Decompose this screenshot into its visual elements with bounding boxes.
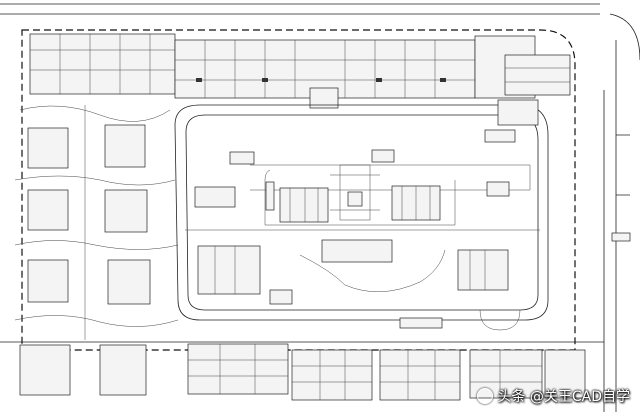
ancillary-structures: [194, 99, 539, 331]
right-markers: [611, 134, 631, 242]
outer-roads: [0, 3, 640, 412]
watermark: 头条 @关王CAD自学: [477, 386, 630, 406]
central-towers: [197, 185, 509, 329]
top-building-row: [29, 33, 571, 109]
camera-circle-icon: [477, 388, 494, 404]
site-boundary: [21, 29, 576, 351]
watermark-text: 头条 @关王CAD自学: [497, 389, 630, 405]
left-tower-cluster: [14, 105, 179, 396]
bottom-building-row: [187, 343, 586, 401]
internal-ring-road: [174, 104, 549, 321]
central-plaza: [330, 149, 395, 221]
